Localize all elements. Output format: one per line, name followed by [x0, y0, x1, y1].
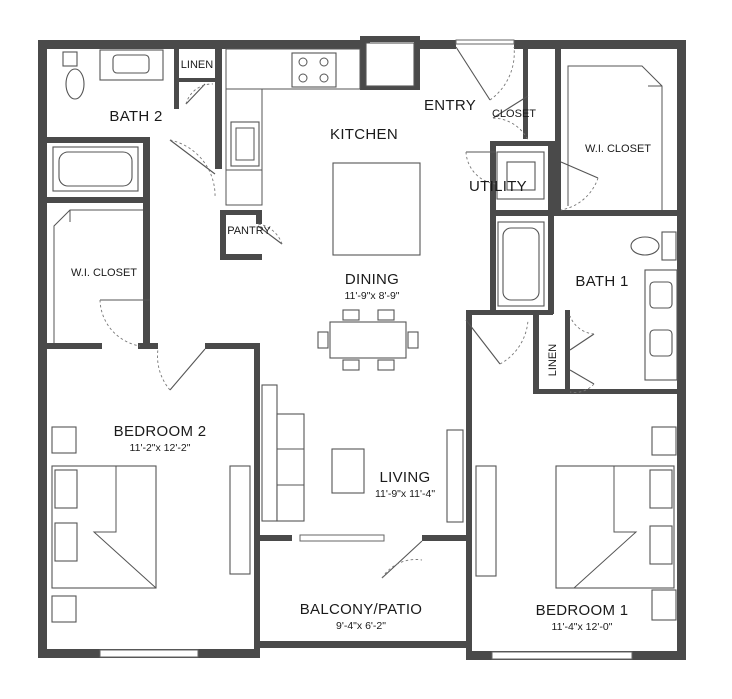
- pantry-label: PANTRY: [227, 225, 271, 237]
- balcony-dims: 9'-4"x 6'-2": [336, 620, 386, 632]
- bedroom1-label: BEDROOM 1: [536, 602, 629, 619]
- utility-label: UTILITY: [469, 178, 527, 195]
- doors: [99, 46, 599, 579]
- bedroom2-label: BEDROOM 2: [114, 423, 207, 440]
- dining-table: [317, 309, 419, 371]
- utility-fixtures: [496, 151, 545, 200]
- bedroom1-dims: 11'-4"x 12'-0": [552, 621, 613, 633]
- bath1-fixtures: [497, 221, 678, 381]
- kitchen-fixtures: [225, 42, 421, 256]
- living-furniture: [261, 384, 464, 523]
- wi-closet-left-label: W.I. CLOSET: [71, 267, 137, 279]
- dining-label: DINING: [345, 271, 399, 288]
- right-closet-shelving: [567, 65, 663, 210]
- entry-label: ENTRY: [424, 97, 476, 114]
- room-labels: BATH 2 LINEN KITCHEN ENTRY CLOSET W.I. C…: [71, 59, 651, 633]
- kitchen-label: KITCHEN: [330, 126, 398, 143]
- living-dims: 11'-9"x 11'-4": [375, 488, 435, 500]
- bath1-label: BATH 1: [575, 273, 628, 290]
- linen-top-label: LINEN: [181, 59, 213, 71]
- bedroom2-furniture: [51, 426, 251, 623]
- closet-label: CLOSET: [492, 108, 536, 120]
- bedroom1-furniture: [475, 426, 677, 621]
- windows: [99, 39, 633, 660]
- balcony-label: BALCONY/PATIO: [300, 601, 423, 618]
- dining-dims: 11'-9"x 8'-9": [344, 290, 399, 302]
- left-closet-shelving: [53, 209, 143, 343]
- bath2-fixtures: [52, 49, 164, 192]
- living-label: LIVING: [380, 469, 431, 486]
- bath2-label: BATH 2: [109, 108, 162, 125]
- bedroom2-dims: 11'-2"x 12'-2": [130, 442, 191, 454]
- interior-walls: [47, 36, 686, 660]
- wi-closet-right-label: W.I. CLOSET: [585, 143, 651, 155]
- linen-right-label: LINEN: [547, 344, 559, 376]
